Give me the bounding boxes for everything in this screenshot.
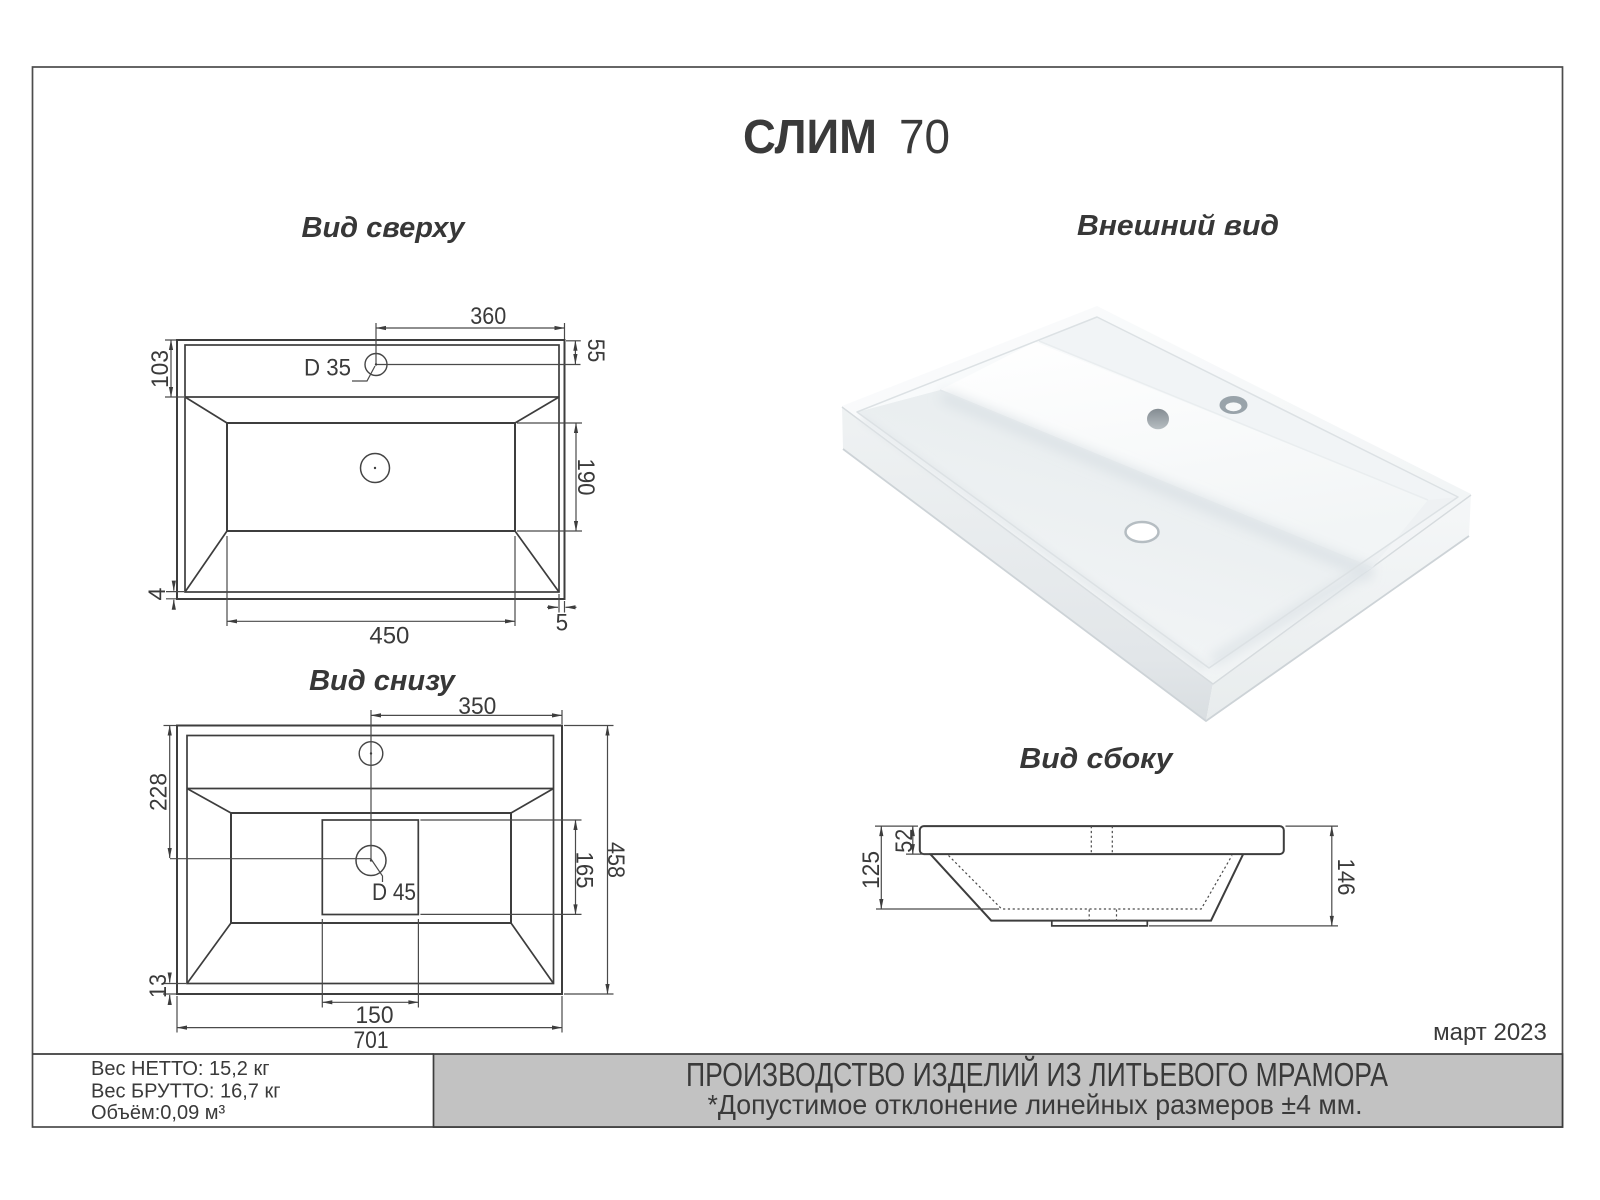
svg-text:СЛИМ: СЛИМ xyxy=(743,111,877,164)
svg-text:70: 70 xyxy=(899,111,950,164)
svg-text:март 2023: март 2023 xyxy=(1433,1019,1547,1046)
svg-text:4: 4 xyxy=(144,588,171,601)
svg-text:5: 5 xyxy=(556,610,569,637)
svg-text:Вес НЕТТО: 15,2 кг: Вес НЕТТО: 15,2 кг xyxy=(91,1058,270,1080)
svg-text:103: 103 xyxy=(147,350,174,388)
svg-text:458: 458 xyxy=(602,842,629,878)
svg-text:55: 55 xyxy=(582,339,609,363)
svg-text:Внешний вид: Внешний вид xyxy=(1077,210,1279,242)
svg-text:360: 360 xyxy=(470,303,506,330)
svg-text:Вид сбоку: Вид сбоку xyxy=(1020,743,1175,775)
svg-text:Вид сверху: Вид сверху xyxy=(302,212,467,244)
svg-text:D 35: D 35 xyxy=(304,355,351,382)
svg-text:450: 450 xyxy=(369,623,409,650)
svg-text:ПРОИЗВОДСТВО ИЗДЕЛИЙ ИЗ ЛИТЬЕВ: ПРОИЗВОДСТВО ИЗДЕЛИЙ ИЗ ЛИТЬЕВОГО МРАМОР… xyxy=(686,1056,1388,1093)
svg-text:*Допустимое отклонение линейны: *Допустимое отклонение линейных размеров… xyxy=(708,1089,1363,1120)
svg-text:150: 150 xyxy=(356,1002,394,1029)
svg-text:701: 701 xyxy=(354,1027,389,1054)
svg-text:Вес БРУТТО: 16,7 кг: Вес БРУТТО: 16,7 кг xyxy=(91,1081,280,1103)
svg-text:13: 13 xyxy=(145,974,172,998)
svg-text:146: 146 xyxy=(1332,859,1359,896)
svg-text:350: 350 xyxy=(458,693,496,720)
svg-text:Вид снизу: Вид снизу xyxy=(309,665,457,697)
svg-text:125: 125 xyxy=(858,851,885,889)
svg-text:Объём:0,09 м³: Объём:0,09 м³ xyxy=(91,1102,226,1124)
svg-text:190: 190 xyxy=(572,459,599,496)
svg-text:165: 165 xyxy=(571,852,598,889)
svg-text:D 45: D 45 xyxy=(372,879,416,906)
svg-text:228: 228 xyxy=(146,773,173,811)
svg-text:52: 52 xyxy=(891,829,918,853)
